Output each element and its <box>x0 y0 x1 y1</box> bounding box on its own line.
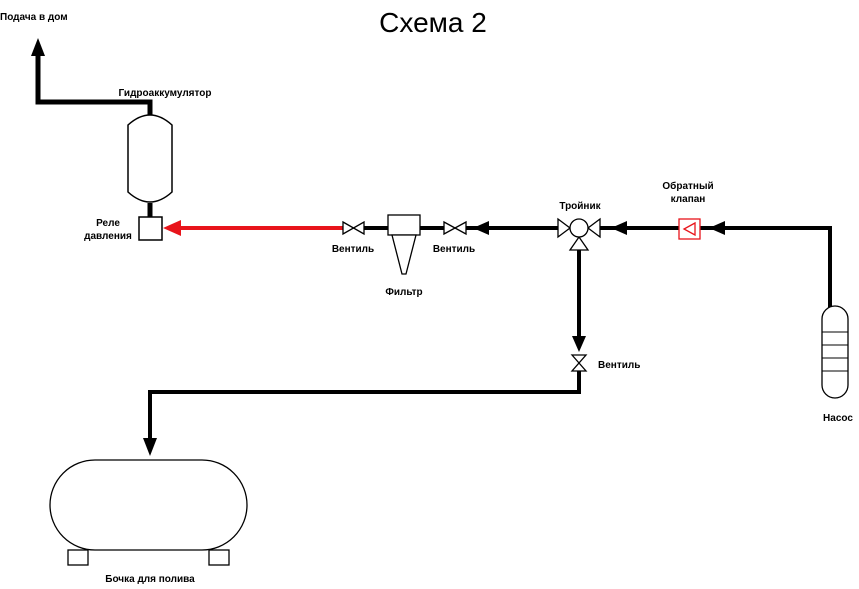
valve-down-label: Вентиль <box>598 360 640 371</box>
tank-pipe <box>143 371 581 456</box>
flow-arrow-icon <box>709 221 725 235</box>
irrigation-tank <box>49 459 248 566</box>
flow-arrow-icon <box>473 221 489 235</box>
pump <box>821 305 849 399</box>
check-valve-icon <box>682 221 696 237</box>
pressure-line <box>163 220 343 236</box>
check-valve <box>678 218 701 240</box>
pressure-arrow-icon <box>163 220 181 236</box>
valve-down <box>570 354 588 372</box>
valve-mid-label: Вентиль <box>433 244 475 255</box>
relay-label-line2: давления <box>84 231 132 242</box>
flow-arrow-icon <box>611 221 627 235</box>
flow-arrow-icon <box>143 438 157 456</box>
flow-arrow-icon <box>572 336 586 352</box>
pressure-relay <box>138 216 163 241</box>
check-valve-label-line2: клапан <box>671 194 706 205</box>
filter-label: Фильтр <box>385 287 422 298</box>
check-valve-label-line1: Обратный <box>662 180 713 192</box>
main-pipe <box>364 221 832 312</box>
relay-label-line1: Реле <box>96 218 120 229</box>
supply-pipe <box>31 38 153 115</box>
valve-left-label: Вентиль <box>332 244 374 255</box>
accumulator-label: Гидроаккумулятор <box>119 88 212 99</box>
accumulator <box>127 114 173 217</box>
supply-arrow-icon <box>31 38 45 56</box>
drop-pipe <box>572 250 586 352</box>
pump-label: Насос <box>823 413 853 424</box>
valve-left <box>342 220 365 236</box>
filter <box>387 214 421 275</box>
supply-label: Подача в дом <box>0 12 68 23</box>
diagram-title: Схема 2 <box>379 7 487 38</box>
tee <box>557 217 601 251</box>
valve-mid <box>443 220 467 236</box>
tank-label: Бочка для полива <box>105 574 195 585</box>
tee-label: Тройник <box>559 201 601 212</box>
